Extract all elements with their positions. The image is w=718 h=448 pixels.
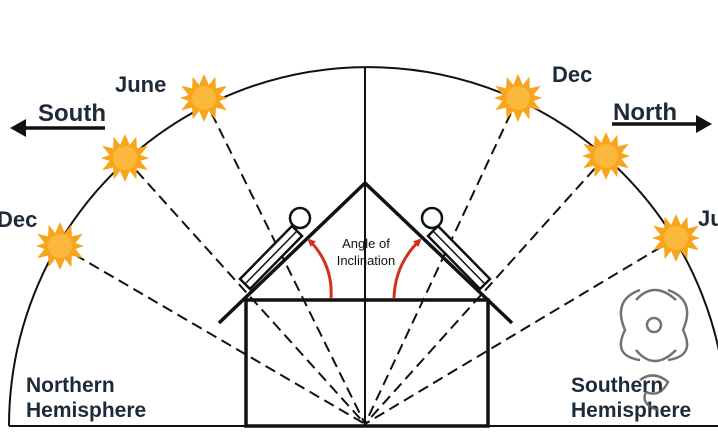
sun-icon bbox=[494, 74, 542, 122]
panel-tank-right bbox=[420, 206, 444, 230]
sun-icon bbox=[36, 222, 84, 270]
south-arrow bbox=[10, 119, 105, 137]
house-roof bbox=[217, 180, 514, 325]
sun-icon bbox=[652, 214, 700, 262]
label-dec-right: Dec bbox=[552, 62, 592, 87]
label-angle-line2: Inclination bbox=[337, 253, 396, 268]
sun-ray-south bbox=[124, 157, 366, 425]
label-angle-line1: Angle of bbox=[342, 236, 390, 251]
label-north: North bbox=[613, 99, 677, 126]
solar-panel-left bbox=[238, 206, 312, 291]
label-northern-line1: Northern bbox=[26, 374, 115, 397]
sun-ray-june-right bbox=[364, 237, 677, 425]
sun-rays bbox=[59, 97, 677, 425]
label-june-left: June bbox=[115, 72, 166, 97]
sun-ray-june-left bbox=[203, 97, 366, 425]
label-june-right: Ju bbox=[698, 206, 718, 231]
label-southern-line2: Hemisphere bbox=[571, 399, 691, 422]
logo-watermark-icon bbox=[619, 288, 689, 412]
sun-ray-dec-left bbox=[59, 245, 366, 425]
inclination-arrow-right bbox=[392, 238, 422, 299]
house bbox=[217, 180, 514, 428]
panel-tank-left bbox=[288, 206, 312, 230]
label-dec-left: Dec bbox=[0, 207, 37, 232]
inclination-arrow-left bbox=[307, 238, 333, 299]
label-northern-line2: Hemisphere bbox=[26, 399, 146, 422]
sun-ray-north bbox=[364, 155, 607, 425]
house-walls bbox=[244, 298, 490, 428]
sun-ray-dec-right bbox=[364, 97, 519, 425]
solar-panel-right bbox=[420, 206, 492, 291]
north-arrow bbox=[612, 115, 712, 133]
label-south: South bbox=[38, 100, 106, 127]
sun-icon bbox=[101, 134, 149, 182]
